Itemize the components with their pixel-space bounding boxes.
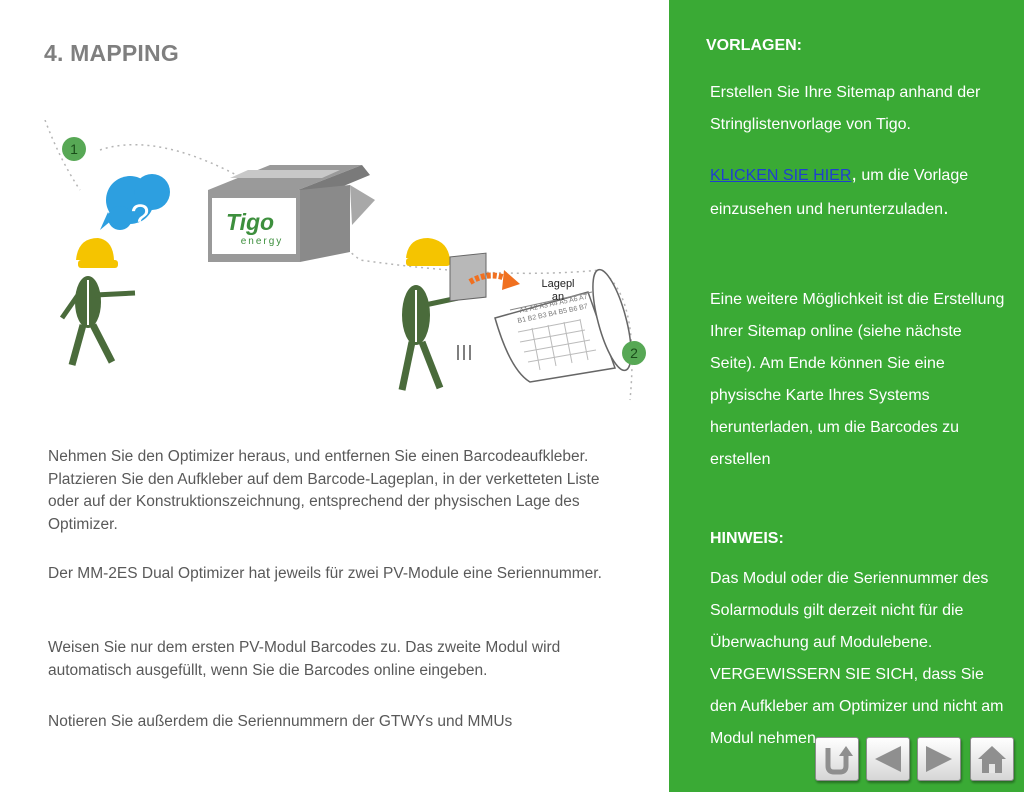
- tigo-logo-sub: energy: [241, 236, 284, 247]
- home-button[interactable]: [970, 737, 1014, 781]
- worker-figure-1: [59, 238, 136, 366]
- template-download-link[interactable]: KLICKEN SIE HIER: [710, 167, 852, 184]
- lageplan-label-2: an: [552, 291, 564, 303]
- step-2-badge: 2: [622, 341, 646, 365]
- link-comma: ,: [851, 163, 857, 185]
- vorlagen-text: Erstellen Sie Ihre Sitemap anhand der St…: [710, 84, 981, 133]
- lageplan-label: Lagepl: [541, 278, 574, 290]
- instruction-paragraph-4: Notieren Sie außerdem die Seriennummern …: [48, 713, 513, 730]
- step-2-number: 2: [630, 345, 638, 361]
- step-1-number: 1: [70, 141, 78, 157]
- link-after-text: um die Vorlage einzusehen und herunterzu…: [710, 167, 969, 218]
- home-icon: [978, 746, 1006, 773]
- tigo-logo: Tigo: [226, 209, 274, 235]
- previous-button[interactable]: [866, 737, 910, 781]
- hinweis-text: Das Modul oder die Seriennummer des Sola…: [710, 570, 1004, 747]
- worker-figure-2: [398, 238, 487, 391]
- online-sitemap-text: Eine weitere Möglichkeit ist die Erstell…: [710, 291, 1005, 468]
- content-area: 4. MAPPING 1 ?: [44, 40, 646, 730]
- arrow-left-icon: [875, 746, 901, 772]
- page-title: 4. MAPPING: [44, 40, 179, 66]
- step-1-badge: 1: [62, 137, 86, 161]
- tigo-box: Tigo energy: [208, 165, 375, 262]
- vorlagen-heading: VORLAGEN:: [706, 37, 802, 54]
- link-period: .: [943, 197, 949, 219]
- transfer-arrow: [468, 270, 520, 290]
- arrow-right-icon: [926, 746, 952, 772]
- question-bubble: ?: [100, 174, 170, 236]
- hinweis-heading: HINWEIS:: [710, 530, 784, 547]
- question-mark: ?: [131, 198, 150, 236]
- site-plan-scroll: Lagepl an A1 A2 A3 A4 A5 A6 A7 B1 B2 B3 …: [494, 268, 632, 383]
- return-button[interactable]: [815, 737, 859, 781]
- next-button[interactable]: [917, 737, 961, 781]
- template-link-paragraph: KLICKEN SIE HIER, um die Vorlage einzuse…: [710, 158, 1010, 226]
- mapping-illustration: 1 ? Tig: [44, 120, 646, 401]
- instruction-paragraph-1: Nehmen Sie den Optimizer heraus, und ent…: [48, 448, 600, 533]
- instruction-paragraph-3: Weisen Sie nur dem ersten PV-Modul Barco…: [48, 639, 561, 679]
- instruction-paragraph-2: Der MM-2ES Dual Optimizer hat jeweils fü…: [48, 565, 602, 582]
- return-icon: [825, 746, 853, 775]
- sidebar-panel: VORLAGEN: Erstellen Sie Ihre Sitemap anh…: [669, 0, 1024, 792]
